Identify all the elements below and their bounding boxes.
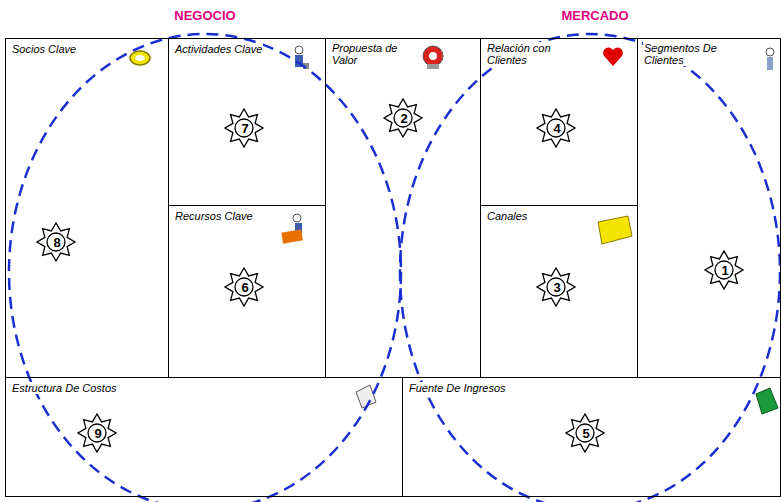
canvas-block: Propuesta de Valor 2 bbox=[325, 38, 481, 378]
region-title: MERCADO bbox=[561, 8, 628, 23]
callout-number: 5 bbox=[582, 427, 589, 441]
cost-sheet-icon bbox=[356, 385, 376, 408]
canvas-block: Actividades Clave 7 bbox=[168, 38, 326, 206]
negocio-ellipse bbox=[9, 34, 401, 502]
canvas-block: Fuente De Ingresos 5 bbox=[402, 377, 781, 497]
canvas-block: Socios Clave 8 bbox=[5, 38, 169, 378]
sun-icon bbox=[225, 109, 263, 147]
block-heading: Socios Clave bbox=[11, 43, 77, 55]
lifebuoy-icon bbox=[423, 46, 443, 69]
block-heading: Segmentos De Clientes bbox=[643, 42, 745, 66]
sun-icon bbox=[225, 268, 263, 306]
callout-number: 7 bbox=[241, 122, 248, 136]
block-heading: Canales bbox=[486, 210, 528, 222]
heart-icon bbox=[603, 48, 623, 66]
sun-icon bbox=[384, 99, 422, 137]
cart-icon bbox=[281, 214, 303, 244]
mercado-ellipse bbox=[400, 34, 780, 502]
truck-icon bbox=[598, 216, 632, 244]
callout-number: 2 bbox=[400, 112, 407, 126]
callout-number: 4 bbox=[553, 122, 560, 136]
callout-number: 1 bbox=[721, 264, 728, 278]
block-heading: Relación con Clientes bbox=[486, 42, 588, 66]
block-heading: Propuesta de Valor bbox=[331, 42, 418, 66]
sun-icon bbox=[37, 223, 75, 261]
sun-icon bbox=[566, 414, 604, 452]
region-title: NEGOCIO bbox=[174, 8, 235, 23]
callout-number: 9 bbox=[94, 427, 101, 441]
canvas-block: Estructura De Costos 9 bbox=[5, 377, 403, 497]
canvas-block: Segmentos De Clientes 1 bbox=[637, 38, 781, 378]
block-heading: Fuente De Ingresos bbox=[408, 382, 507, 394]
block-heading: Actividades Clave bbox=[174, 43, 263, 55]
sun-icon bbox=[537, 268, 575, 306]
partner-ring-icon bbox=[130, 51, 150, 65]
callout-number: 8 bbox=[53, 236, 60, 250]
callout-number: 3 bbox=[553, 281, 560, 295]
sun-icon bbox=[705, 251, 743, 289]
canvas-block: Recursos Clave 6 bbox=[168, 205, 326, 378]
sun-icon bbox=[78, 414, 116, 452]
canvas-block: Canales 3 bbox=[480, 205, 638, 378]
sun-icon bbox=[537, 109, 575, 147]
block-heading: Recursos Clave bbox=[174, 210, 254, 222]
customer-icon bbox=[766, 48, 774, 70]
block-heading: Estructura De Costos bbox=[11, 382, 118, 394]
money-bag-icon bbox=[756, 388, 778, 414]
canvas-block: Relación con Clientes 4 bbox=[480, 38, 638, 206]
callout-number: 6 bbox=[241, 281, 248, 295]
